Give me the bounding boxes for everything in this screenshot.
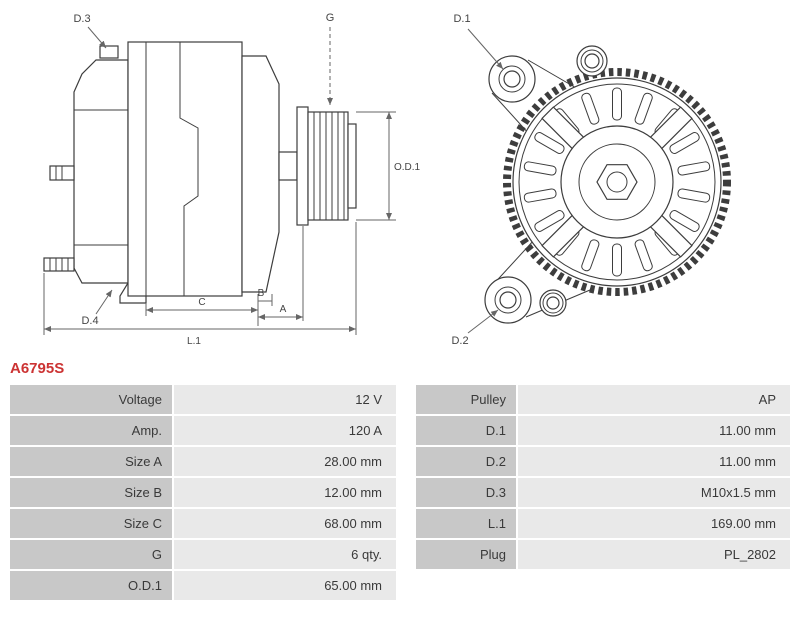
pulley bbox=[296, 106, 357, 226]
serrated-rim bbox=[503, 68, 731, 296]
technical-drawing: D.3 G O.D.1 D.4 C B A L.1 bbox=[43, 12, 731, 347]
drive-end-bracket bbox=[241, 55, 280, 293]
spec-label: Size C bbox=[10, 509, 172, 538]
mounting-stud bbox=[43, 257, 75, 272]
spec-label-empty bbox=[416, 571, 516, 600]
spec-row: Amp. 120 A D.1 11.00 mm bbox=[10, 416, 790, 445]
spec-label: O.D.1 bbox=[10, 571, 172, 600]
spec-label: D.3 bbox=[416, 478, 516, 507]
alternator-front-view: D.1 D.2 bbox=[451, 13, 731, 347]
mounting-hole-d1 bbox=[503, 70, 521, 88]
dim-g-label: G bbox=[326, 12, 335, 24]
spec-value: 6 qty. bbox=[174, 540, 396, 569]
dim-d1-label: D.1 bbox=[453, 13, 470, 25]
spec-label: Size A bbox=[10, 447, 172, 476]
spec-value: M10x1.5 mm bbox=[518, 478, 790, 507]
spec-value: 28.00 mm bbox=[174, 447, 396, 476]
spec-label: Plug bbox=[416, 540, 516, 569]
dim-d2-label: D.2 bbox=[451, 335, 468, 347]
spec-label: L.1 bbox=[416, 509, 516, 538]
spec-row: G 6 qty. Plug PL_2802 bbox=[10, 540, 790, 569]
dim-od1-label: O.D.1 bbox=[394, 162, 421, 173]
spec-label: Voltage bbox=[10, 385, 172, 414]
column-gap bbox=[398, 509, 414, 538]
column-gap bbox=[398, 571, 414, 600]
dim-d4-label: D.4 bbox=[81, 315, 98, 327]
dim-d3-label: D.3 bbox=[73, 13, 90, 25]
spec-value: 11.00 mm bbox=[518, 447, 790, 476]
shaft-nut bbox=[596, 164, 638, 200]
spec-value: 11.00 mm bbox=[518, 416, 790, 445]
spec-value-empty bbox=[518, 571, 790, 600]
spec-label: Amp. bbox=[10, 416, 172, 445]
spec-value: 120 A bbox=[174, 416, 396, 445]
dim-a-label: A bbox=[280, 304, 287, 315]
column-gap bbox=[398, 416, 414, 445]
spec-label: D.1 bbox=[416, 416, 516, 445]
spec-row: O.D.1 65.00 mm bbox=[10, 571, 790, 600]
mounting-hole-d2 bbox=[499, 291, 517, 309]
spec-label: G bbox=[10, 540, 172, 569]
dim-l1-label: L.1 bbox=[187, 336, 201, 347]
column-gap bbox=[398, 447, 414, 476]
spec-value: 169.00 mm bbox=[518, 509, 790, 538]
spec-value: 12.00 mm bbox=[174, 478, 396, 507]
spec-value: AP bbox=[518, 385, 790, 414]
column-gap bbox=[398, 385, 414, 414]
spec-value: PL_2802 bbox=[518, 540, 790, 569]
spec-label: D.2 bbox=[416, 447, 516, 476]
dim-c-label: C bbox=[198, 297, 205, 308]
spec-value: 65.00 mm bbox=[174, 571, 396, 600]
rear-bolt bbox=[99, 45, 119, 59]
spec-row: Size C 68.00 mm L.1 169.00 mm bbox=[10, 509, 790, 538]
spec-row: Size B 12.00 mm D.3 M10x1.5 mm bbox=[10, 478, 790, 507]
spec-label: Size B bbox=[10, 478, 172, 507]
spec-label: Pulley bbox=[416, 385, 516, 414]
spec-table: Voltage 12 V Pulley AP Amp. 120 A D.1 11… bbox=[8, 383, 792, 602]
spec-value: 12 V bbox=[174, 385, 396, 414]
spec-row: Size A 28.00 mm D.2 11.00 mm bbox=[10, 447, 790, 476]
alternator-side-view: D.3 G O.D.1 D.4 C B A L.1 bbox=[43, 12, 421, 347]
spec-row: Voltage 12 V Pulley AP bbox=[10, 385, 790, 414]
stator-body bbox=[127, 41, 243, 297]
part-number: A6795S bbox=[10, 360, 65, 377]
shaft bbox=[278, 151, 298, 181]
column-gap bbox=[398, 540, 414, 569]
rear-housing bbox=[73, 59, 129, 284]
column-gap bbox=[398, 478, 414, 507]
dim-b-label: B bbox=[258, 288, 265, 299]
spec-value: 68.00 mm bbox=[174, 509, 396, 538]
